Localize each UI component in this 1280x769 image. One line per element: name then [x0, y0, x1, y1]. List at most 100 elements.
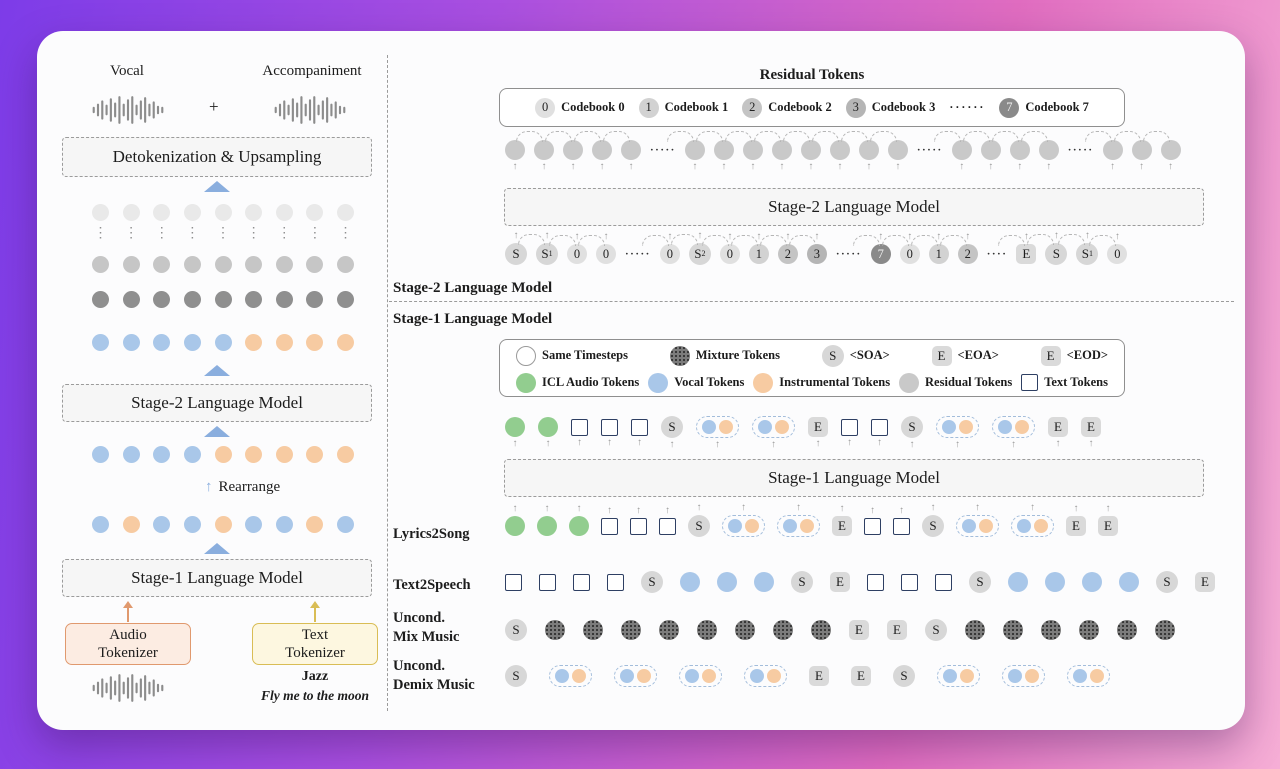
token: ⋮	[153, 225, 170, 242]
residual-token	[811, 131, 850, 160]
token: ↑0	[1089, 232, 1128, 264]
audio-tokenizer-box: Audio Tokenizer	[65, 623, 191, 665]
task-label-line: Demix Music	[393, 676, 475, 693]
token	[92, 446, 109, 463]
flow-arrow: ↑	[1105, 503, 1111, 514]
flow-arrow: ↑	[727, 231, 733, 242]
token: ↑0	[549, 231, 587, 264]
token	[122, 291, 140, 308]
instrumental-token	[767, 669, 781, 683]
eoa-token: E	[832, 516, 852, 536]
flow-arrow: ↑	[574, 231, 580, 242]
vertical-ellipsis: ⋮	[124, 226, 139, 241]
codebook-3-token: 3	[788, 235, 827, 264]
vocal-token	[1008, 669, 1022, 683]
soa-token: S	[969, 571, 991, 593]
codebook-1-token: 1	[638, 97, 659, 118]
token	[1003, 620, 1023, 640]
flow-arrow: ↑	[1084, 230, 1090, 241]
same-timesteps-token	[516, 345, 536, 366]
token: ↑	[538, 417, 558, 449]
token	[153, 516, 171, 533]
mixture-token	[1155, 620, 1175, 640]
token: ↑1	[910, 232, 949, 264]
token	[583, 620, 603, 640]
token	[122, 334, 140, 351]
flow-arrow: ↑	[1073, 503, 1079, 514]
token: ⋮	[245, 225, 262, 242]
token: ↑·····	[836, 236, 862, 260]
flow-arrow: ↑	[665, 504, 670, 516]
token	[717, 572, 737, 592]
vocal-token	[1082, 572, 1102, 592]
codebook-2-token: 2	[742, 97, 763, 118]
soa-token: S	[505, 619, 527, 641]
ellipsis: ····	[986, 248, 1008, 260]
codebook-1-token: 1	[730, 235, 769, 264]
soa-token: S	[505, 243, 527, 265]
flow-arrow: ↑	[878, 231, 884, 242]
token: ↑	[991, 131, 1030, 172]
legend-label: <EOA>	[957, 348, 999, 362]
token: ↑	[601, 418, 618, 448]
token	[337, 204, 354, 221]
instrumental-token	[960, 669, 974, 683]
flow-arrow: ↑	[636, 504, 641, 516]
vocal-token	[555, 669, 569, 683]
token: ↑	[724, 131, 763, 172]
flow-arrow: ↑	[870, 504, 875, 516]
token: ↑	[1011, 503, 1054, 537]
token	[306, 516, 324, 533]
up-triangle-icon	[204, 543, 230, 554]
token	[306, 446, 324, 463]
token: E↑	[808, 417, 828, 449]
residual-token	[574, 131, 612, 160]
instrumental-token	[979, 519, 993, 533]
token: ⋮	[276, 225, 293, 242]
flow-arrow: ↑	[577, 436, 582, 448]
instrumental-token	[959, 420, 973, 434]
flow-arrow: ↑	[1110, 161, 1116, 172]
flow-arrow: ↑	[669, 439, 675, 450]
coarse-token-row	[92, 204, 354, 221]
soa-token: S	[922, 515, 944, 537]
token: E	[887, 620, 907, 640]
vocal-instrumental-pair-token	[777, 515, 820, 537]
residual-tokens-title: Residual Tokens	[759, 67, 865, 83]
icl-audio-token	[569, 516, 589, 536]
vocal-token	[214, 334, 232, 351]
eoa-token: E	[998, 235, 1037, 264]
instrumental-token	[337, 334, 354, 351]
legend-label: Same Timesteps	[542, 348, 628, 362]
vertical-ellipsis: ⋮	[307, 226, 322, 241]
flow-arrow: ↑	[599, 161, 605, 172]
token	[337, 256, 354, 273]
vocal-token	[122, 446, 140, 463]
stage2-input-row: ↑S↑S1↑0↑0↑·····↑0↑S2↑0↑1↑2↑3↑·····↑7↑0↑1…	[505, 230, 1128, 265]
instrumental-token	[745, 519, 759, 533]
task-label-lyrics2song: Lyrics2Song	[393, 525, 501, 544]
vocal-instrumental-pair-token	[936, 416, 979, 438]
vocal-token	[758, 420, 772, 434]
fine-token-row	[92, 291, 354, 308]
vocal-token	[750, 669, 764, 683]
flow-arrow: ↑	[909, 439, 915, 450]
audio-token	[122, 291, 140, 308]
token: E↑	[1048, 417, 1068, 449]
task-label-line: Uncond.	[393, 658, 445, 674]
vocal-label: Vocal	[110, 63, 144, 79]
legend-item: E <EOA>	[931, 345, 999, 366]
legend-label: <EOD>	[1066, 348, 1108, 362]
audio-tokenizer-arrow-icon	[123, 601, 133, 622]
token	[183, 516, 201, 533]
token: ↑	[956, 503, 999, 537]
vocal-token	[717, 572, 737, 592]
eoa-token: E	[931, 345, 952, 366]
flow-arrow: ↑	[741, 502, 746, 513]
